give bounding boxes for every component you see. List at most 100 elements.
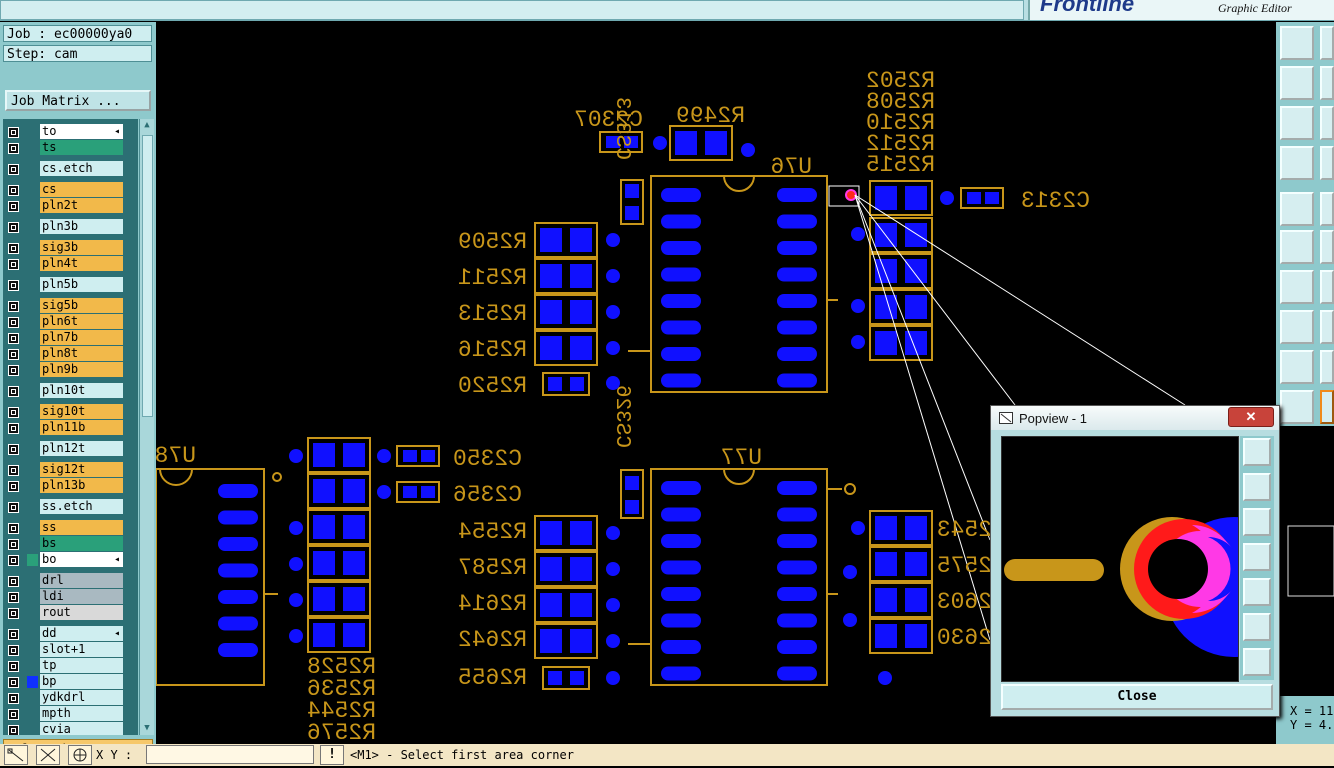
layer-name[interactable]: pln5b (40, 277, 123, 292)
layer-checkbox[interactable] (8, 725, 19, 735)
pointer-select-icon[interactable] (1280, 390, 1314, 424)
layer-checkbox[interactable] (8, 185, 19, 196)
toolbar-button-secondary[interactable] (1320, 230, 1334, 264)
layer-row-cs.etch[interactable]: cs.etch (3, 161, 138, 177)
layer-name[interactable]: pln12t (40, 441, 123, 456)
alert-icon[interactable]: ! (320, 745, 344, 765)
zoom-home-icon[interactable] (1280, 26, 1314, 60)
toolbar-button-secondary[interactable] (1320, 66, 1334, 100)
toolbar-button-secondary[interactable] (1320, 390, 1334, 424)
layer-row-bo[interactable]: bo◂ (3, 552, 138, 568)
toolbar-button-secondary[interactable] (1320, 106, 1334, 140)
layer-row-pln2t[interactable]: pln2t (3, 198, 138, 214)
layer-checkbox[interactable] (8, 333, 19, 344)
layer-name[interactable]: sig10t (40, 404, 123, 419)
layer-name[interactable]: bs (40, 536, 123, 551)
add-line-icon[interactable] (1280, 270, 1314, 304)
layer-name[interactable]: pln4t (40, 256, 123, 271)
measure-snap-icon[interactable] (36, 745, 60, 765)
layer-row-pln12t[interactable]: pln12t (3, 441, 138, 457)
layer-checkbox[interactable] (8, 386, 19, 397)
popview-window[interactable]: Popview - 1 ✕ Close (990, 405, 1280, 717)
layer-name[interactable]: pln10t (40, 383, 123, 398)
layer-row-pln4t[interactable]: pln4t (3, 256, 138, 272)
layer-row-sig12t[interactable]: sig12t (3, 462, 138, 478)
scroll-up-arrow-icon[interactable]: ▲ (144, 120, 150, 130)
layer-row-bs[interactable]: bs (3, 536, 138, 552)
layer-name[interactable]: pln8t (40, 346, 123, 361)
layer-checkbox[interactable] (8, 523, 19, 534)
pv-zoom-in-icon[interactable] (1243, 438, 1271, 466)
layer-row-sig3b[interactable]: sig3b (3, 240, 138, 256)
layer-row-pln11b[interactable]: pln11b (3, 420, 138, 436)
layer-name[interactable]: rout (40, 605, 123, 620)
pv-pan-left-icon[interactable] (1243, 543, 1271, 571)
layer-name[interactable]: tp (40, 658, 123, 673)
layer-row-sig5b[interactable]: sig5b (3, 298, 138, 314)
layer-name[interactable]: pln11b (40, 420, 123, 435)
layer-name[interactable]: pln2t (40, 198, 123, 213)
layer-name[interactable]: ts (40, 140, 123, 155)
layer-row-to[interactable]: to◂ (3, 124, 138, 140)
layer-row-ldi[interactable]: ldi (3, 589, 138, 605)
top-path-field[interactable] (0, 0, 1024, 20)
pv-pan-up-icon[interactable] (1243, 473, 1271, 501)
job-matrix-button[interactable]: Job Matrix ... (5, 90, 151, 111)
net-connect-icon[interactable] (1280, 230, 1314, 264)
layer-checkbox[interactable] (8, 201, 19, 212)
layer-checkbox[interactable] (8, 365, 19, 376)
layer-checkbox[interactable] (8, 592, 19, 603)
layer-row-dd[interactable]: dd◂ (3, 626, 138, 642)
popview-zoom-view[interactable] (1001, 436, 1239, 682)
popview-title-bar[interactable]: Popview - 1 ✕ (991, 406, 1279, 430)
toolbar-button-secondary[interactable] (1320, 310, 1334, 344)
layer-checkbox[interactable] (8, 608, 19, 619)
layer-name[interactable]: sig3b (40, 240, 123, 255)
layer-checkbox[interactable] (8, 259, 19, 270)
layer-checkbox[interactable] (8, 423, 19, 434)
select-feature-icon[interactable] (1280, 192, 1314, 226)
layer-name[interactable]: pln3b (40, 219, 123, 234)
layer-name[interactable]: slot+1 (40, 642, 123, 657)
layer-row-pln10t[interactable]: pln10t (3, 383, 138, 399)
zoom-back-icon[interactable] (1280, 66, 1314, 100)
layer-checkbox[interactable] (8, 645, 19, 656)
layer-row-pln6t[interactable]: pln6t (3, 314, 138, 330)
layer-checkbox[interactable] (8, 465, 19, 476)
xy-input[interactable] (146, 745, 314, 764)
layer-checkbox[interactable] (8, 143, 19, 154)
layer-row-mpth[interactable]: mpth (3, 706, 138, 722)
add-surface-icon[interactable] (1280, 350, 1314, 384)
layer-row-ss[interactable]: ss (3, 520, 138, 536)
layer-checkbox[interactable] (8, 222, 19, 233)
layer-row-pln13b[interactable]: pln13b (3, 478, 138, 494)
pv-pan-right-icon[interactable] (1243, 578, 1271, 606)
snap-icon[interactable] (4, 745, 28, 765)
layer-name[interactable]: cs.etch (40, 161, 123, 176)
layer-row-rout[interactable]: rout (3, 605, 138, 621)
layer-checkbox[interactable] (8, 407, 19, 418)
layer-name[interactable]: pln7b (40, 330, 123, 345)
layer-checkbox[interactable] (8, 444, 19, 455)
layer-row-cs[interactable]: cs (3, 182, 138, 198)
layer-row-tp[interactable]: tp (3, 658, 138, 674)
scroll-down-arrow-icon[interactable]: ▼ (144, 723, 150, 733)
layer-name[interactable]: cvia (40, 722, 123, 735)
layer-checkbox[interactable] (8, 243, 19, 254)
layer-row-ts[interactable]: ts (3, 140, 138, 156)
layer-name[interactable]: ss.etch (40, 499, 123, 514)
layer-checkbox[interactable] (8, 481, 19, 492)
layer-checkbox[interactable] (8, 349, 19, 360)
pv-pan-down-icon[interactable] (1243, 508, 1271, 536)
layer-checkbox[interactable] (8, 629, 19, 640)
layer-row-slot+1[interactable]: slot+1 (3, 642, 138, 658)
layer-list-scrollbar[interactable]: ▲ ▼ (139, 119, 154, 735)
layer-name[interactable]: pln6t (40, 314, 123, 329)
layer-checkbox[interactable] (8, 661, 19, 672)
layer-name[interactable]: dd◂ (40, 626, 123, 641)
layer-row-cvia[interactable]: cvia (3, 722, 138, 735)
layer-row-pln3b[interactable]: pln3b (3, 219, 138, 235)
close-icon[interactable]: ✕ (1228, 407, 1274, 427)
layer-name[interactable]: sig12t (40, 462, 123, 477)
